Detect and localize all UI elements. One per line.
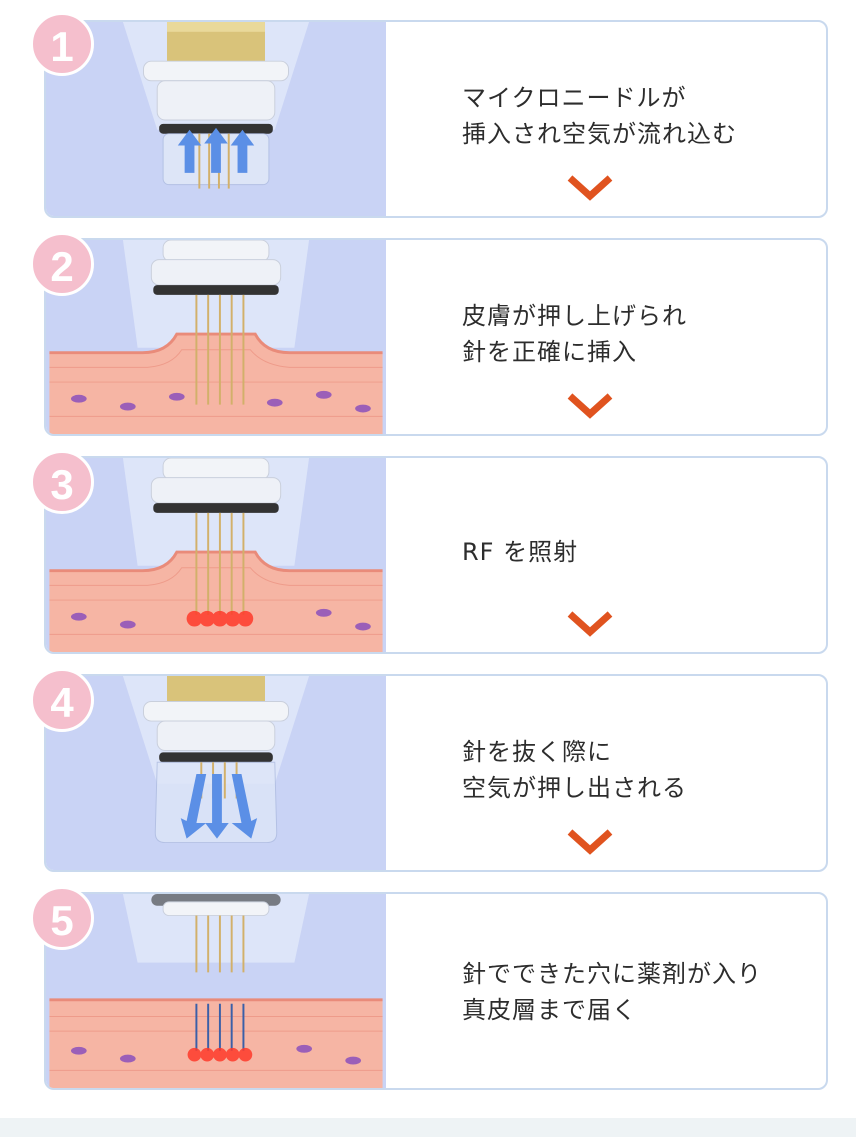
step-3-line-1: RF を照射 <box>462 538 579 566</box>
step-2-line-2: 針を正確に挿入 <box>462 338 637 366</box>
chevron-down-icon <box>567 175 613 201</box>
chevron-down-icon <box>567 393 613 419</box>
chevron-down-icon <box>567 829 613 855</box>
step-5-line-1: 針でできた穴に薬剤が入り <box>462 960 762 988</box>
step-2-illustration <box>46 240 386 434</box>
step-4-illustration <box>46 676 386 870</box>
step-card-4: 針を抜く際に 空気が押し出される <box>44 674 828 872</box>
microneedle-device-icon <box>122 676 310 844</box>
step-card-2: 皮膚が押し上げられ 針を正確に挿入 <box>44 238 828 436</box>
step-2-text: 皮膚が押し上げられ 針を正確に挿入 <box>462 298 687 370</box>
step-number-badge-2: 2 <box>30 232 94 296</box>
step-1-line-1: マイクロニードルが <box>462 84 687 112</box>
step-4-line-2: 空気が押し出される <box>462 774 687 802</box>
step-4-text: 針を抜く際に 空気が押し出される <box>462 734 687 806</box>
chevron-down-icon <box>567 611 613 637</box>
step-3-text: RF を照射 <box>462 534 578 570</box>
microneedle-device-icon <box>49 894 383 1088</box>
step-card-5: 針でできた穴に薬剤が入り 真皮層まで届く <box>44 892 828 1090</box>
step-5-line-2: 真皮層まで届く <box>462 996 637 1024</box>
step-1-illustration <box>46 22 386 216</box>
step-1-line-2: 挿入され空気が流れ込む <box>462 120 737 148</box>
step-card-3: RF を照射 <box>44 456 828 654</box>
step-5-illustration <box>46 894 386 1088</box>
step-3-illustration <box>46 458 386 652</box>
microneedle-device-icon <box>49 458 383 652</box>
step-4-line-1: 針を抜く際に <box>462 738 612 766</box>
step-number-badge-3: 3 <box>30 450 94 514</box>
step-number-badge-1: 1 <box>30 12 94 76</box>
step-5-text: 針でできた穴に薬剤が入り 真皮層まで届く <box>462 956 762 1028</box>
microneedle-device-icon <box>122 22 310 189</box>
step-2-line-1: 皮膚が押し上げられ <box>462 302 687 330</box>
step-card-1: マイクロニードルが 挿入され空気が流れ込む <box>44 20 828 218</box>
step-1-text: マイクロニードルが 挿入され空気が流れ込む <box>462 80 737 152</box>
microneedle-device-icon <box>49 240 383 434</box>
step-number-badge-5: 5 <box>30 886 94 950</box>
step-number-badge-4: 4 <box>30 668 94 732</box>
